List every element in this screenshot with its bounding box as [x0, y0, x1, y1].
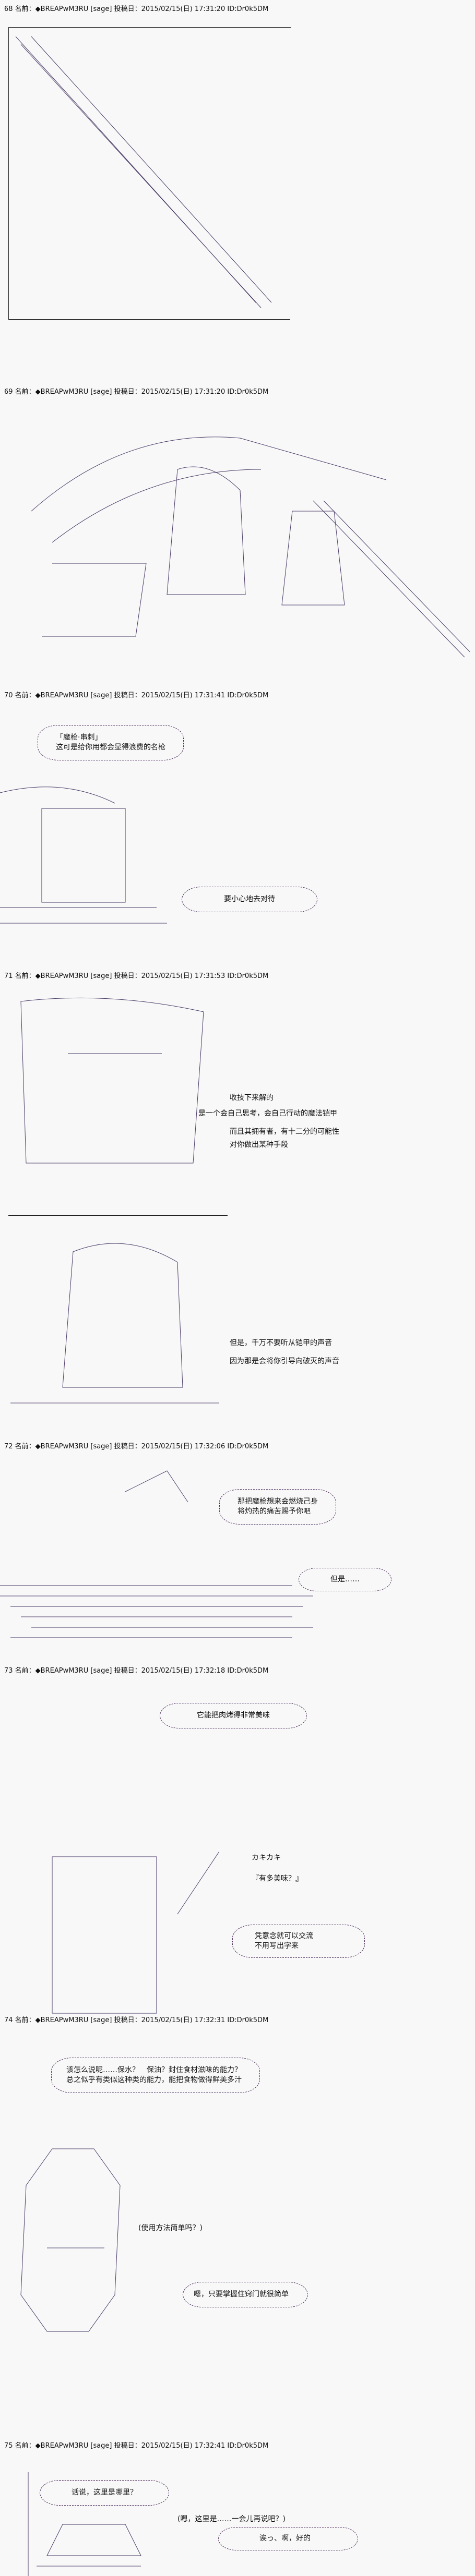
narration-line: 因为那是会将你引导向破灭的声音: [230, 1357, 339, 1365]
bubble-line: 「魔枪·串刺」: [56, 733, 102, 742]
bubble-line: 它能把肉烤得非常美味: [197, 1711, 270, 1720]
ascii-art-knights: [31, 437, 470, 658]
post-header-72: 72 名前：◆BREAPwM3RU [sage] 投稿日：2015/02/15(…: [4, 1443, 269, 1450]
bubble-line: 这可是给你用都会显得浪费的名枪: [56, 743, 165, 752]
speech-bubble: 它能把肉烤得非常美味: [160, 1703, 307, 1728]
sound-effect: カキカキ: [252, 1854, 281, 1862]
bubble-line: 不用写出字来: [255, 1942, 299, 1950]
narration-line: 但是，千万不要听从铠甲的声音: [230, 1339, 332, 1347]
post-header-69: 69 名前：◆BREAPwM3RU [sage] 投稿日：2015/02/15(…: [4, 388, 269, 396]
bubble-line: 但是……: [330, 1575, 360, 1583]
ascii-art-frame: [8, 27, 291, 320]
ascii-art-character: [20, 997, 204, 1164]
narration-line: 对你做出某种手段: [230, 1141, 288, 1149]
thought-line: (嗯，这里是……一会儿再说吧？): [177, 2515, 286, 2523]
narration-line: 是一个会自己思考，会自己行动的魔法铠甲: [198, 1109, 337, 1118]
speech-bubble: 但是……: [299, 1568, 391, 1591]
bubble-line: 该怎么说呢……保水？ 保油？封住食材滋味的能力？: [66, 2066, 242, 2074]
speech-bubble: 凭意念就可以交流 不用写出字来: [232, 1925, 365, 1958]
bubble-line: 要小心地去对待: [224, 895, 275, 903]
bubble-line: 凭意念就可以交流: [255, 1932, 313, 1940]
bubble-line: 话说，这里是哪里？: [72, 2488, 137, 2497]
speech-bubble: 「魔枪·串刺」 这可是给你用都会显得浪费的名枪: [38, 725, 184, 760]
bubble-line: 总之似乎有类似这种类的能力，能把食物做得鲜美多汁: [66, 2076, 242, 2084]
narration-line: 收技下来解的: [230, 1094, 274, 1102]
bubble-line: 诶っ、啊，好的: [259, 2534, 311, 2543]
narration-line: 而且其拥有者，有十二分的可能性: [230, 1128, 339, 1136]
speech-bubble: 嗯，只要掌握住窍门就很简单: [183, 2282, 308, 2307]
post-header-73: 73 名前：◆BREAPwM3RU [sage] 投稿日：2015/02/15(…: [4, 1667, 269, 1675]
ascii-art-writing-character: [52, 1851, 219, 2014]
written-note: 『有多美味？』: [252, 1874, 303, 1883]
post-header-71: 71 名前：◆BREAPwM3RU [sage] 投稿日：2015/02/15(…: [4, 972, 269, 980]
thought-line: (使用方法简单吗？): [138, 2224, 203, 2232]
post-header-70: 70 名前：◆BREAPwM3RU [sage] 投稿日：2015/02/15(…: [4, 692, 269, 699]
speech-bubble: 话说，这里是哪里？: [40, 2480, 169, 2506]
ascii-art-diagonal-streak: [15, 36, 272, 308]
bubble-line: 将灼热的痛苦赐予你吧: [238, 1507, 311, 1516]
ascii-art-character: [10, 1243, 219, 1404]
ascii-art-character: [20, 2148, 121, 2332]
ascii-art-armor-scene: [0, 1470, 313, 1638]
post-divider: [8, 1215, 228, 1216]
speech-bubble: 诶っ、啊，好的: [218, 2527, 358, 2550]
bubble-line: 嗯，只要掌握住窍门就很简单: [194, 2290, 289, 2299]
ascii-art-character: [28, 2472, 141, 2576]
speech-bubble: 那把魔枪想来会燃烧己身 将灼热的痛苦赐予你吧: [219, 1489, 336, 1525]
bubble-line: 那把魔枪想来会燃烧己身: [238, 1497, 318, 1506]
speech-bubble: 该怎么说呢……保水？ 保油？封住食材滋味的能力？ 总之似乎有类似这种类的能力，能…: [51, 2058, 260, 2093]
ascii-art-frame-bottom: [8, 319, 290, 320]
post-header-74: 74 名前：◆BREAPwM3RU [sage] 投稿日：2015/02/15(…: [4, 2016, 269, 2024]
ascii-art-character: [0, 787, 167, 924]
post-header-75: 75 名前：◆BREAPwM3RU [sage] 投稿日：2015/02/15(…: [4, 2442, 269, 2450]
speech-bubble: 要小心地去对待: [182, 887, 317, 912]
post-header-68: 68 名前：◆BREAPwM3RU [sage] 投稿日：2015/02/15(…: [4, 5, 269, 13]
